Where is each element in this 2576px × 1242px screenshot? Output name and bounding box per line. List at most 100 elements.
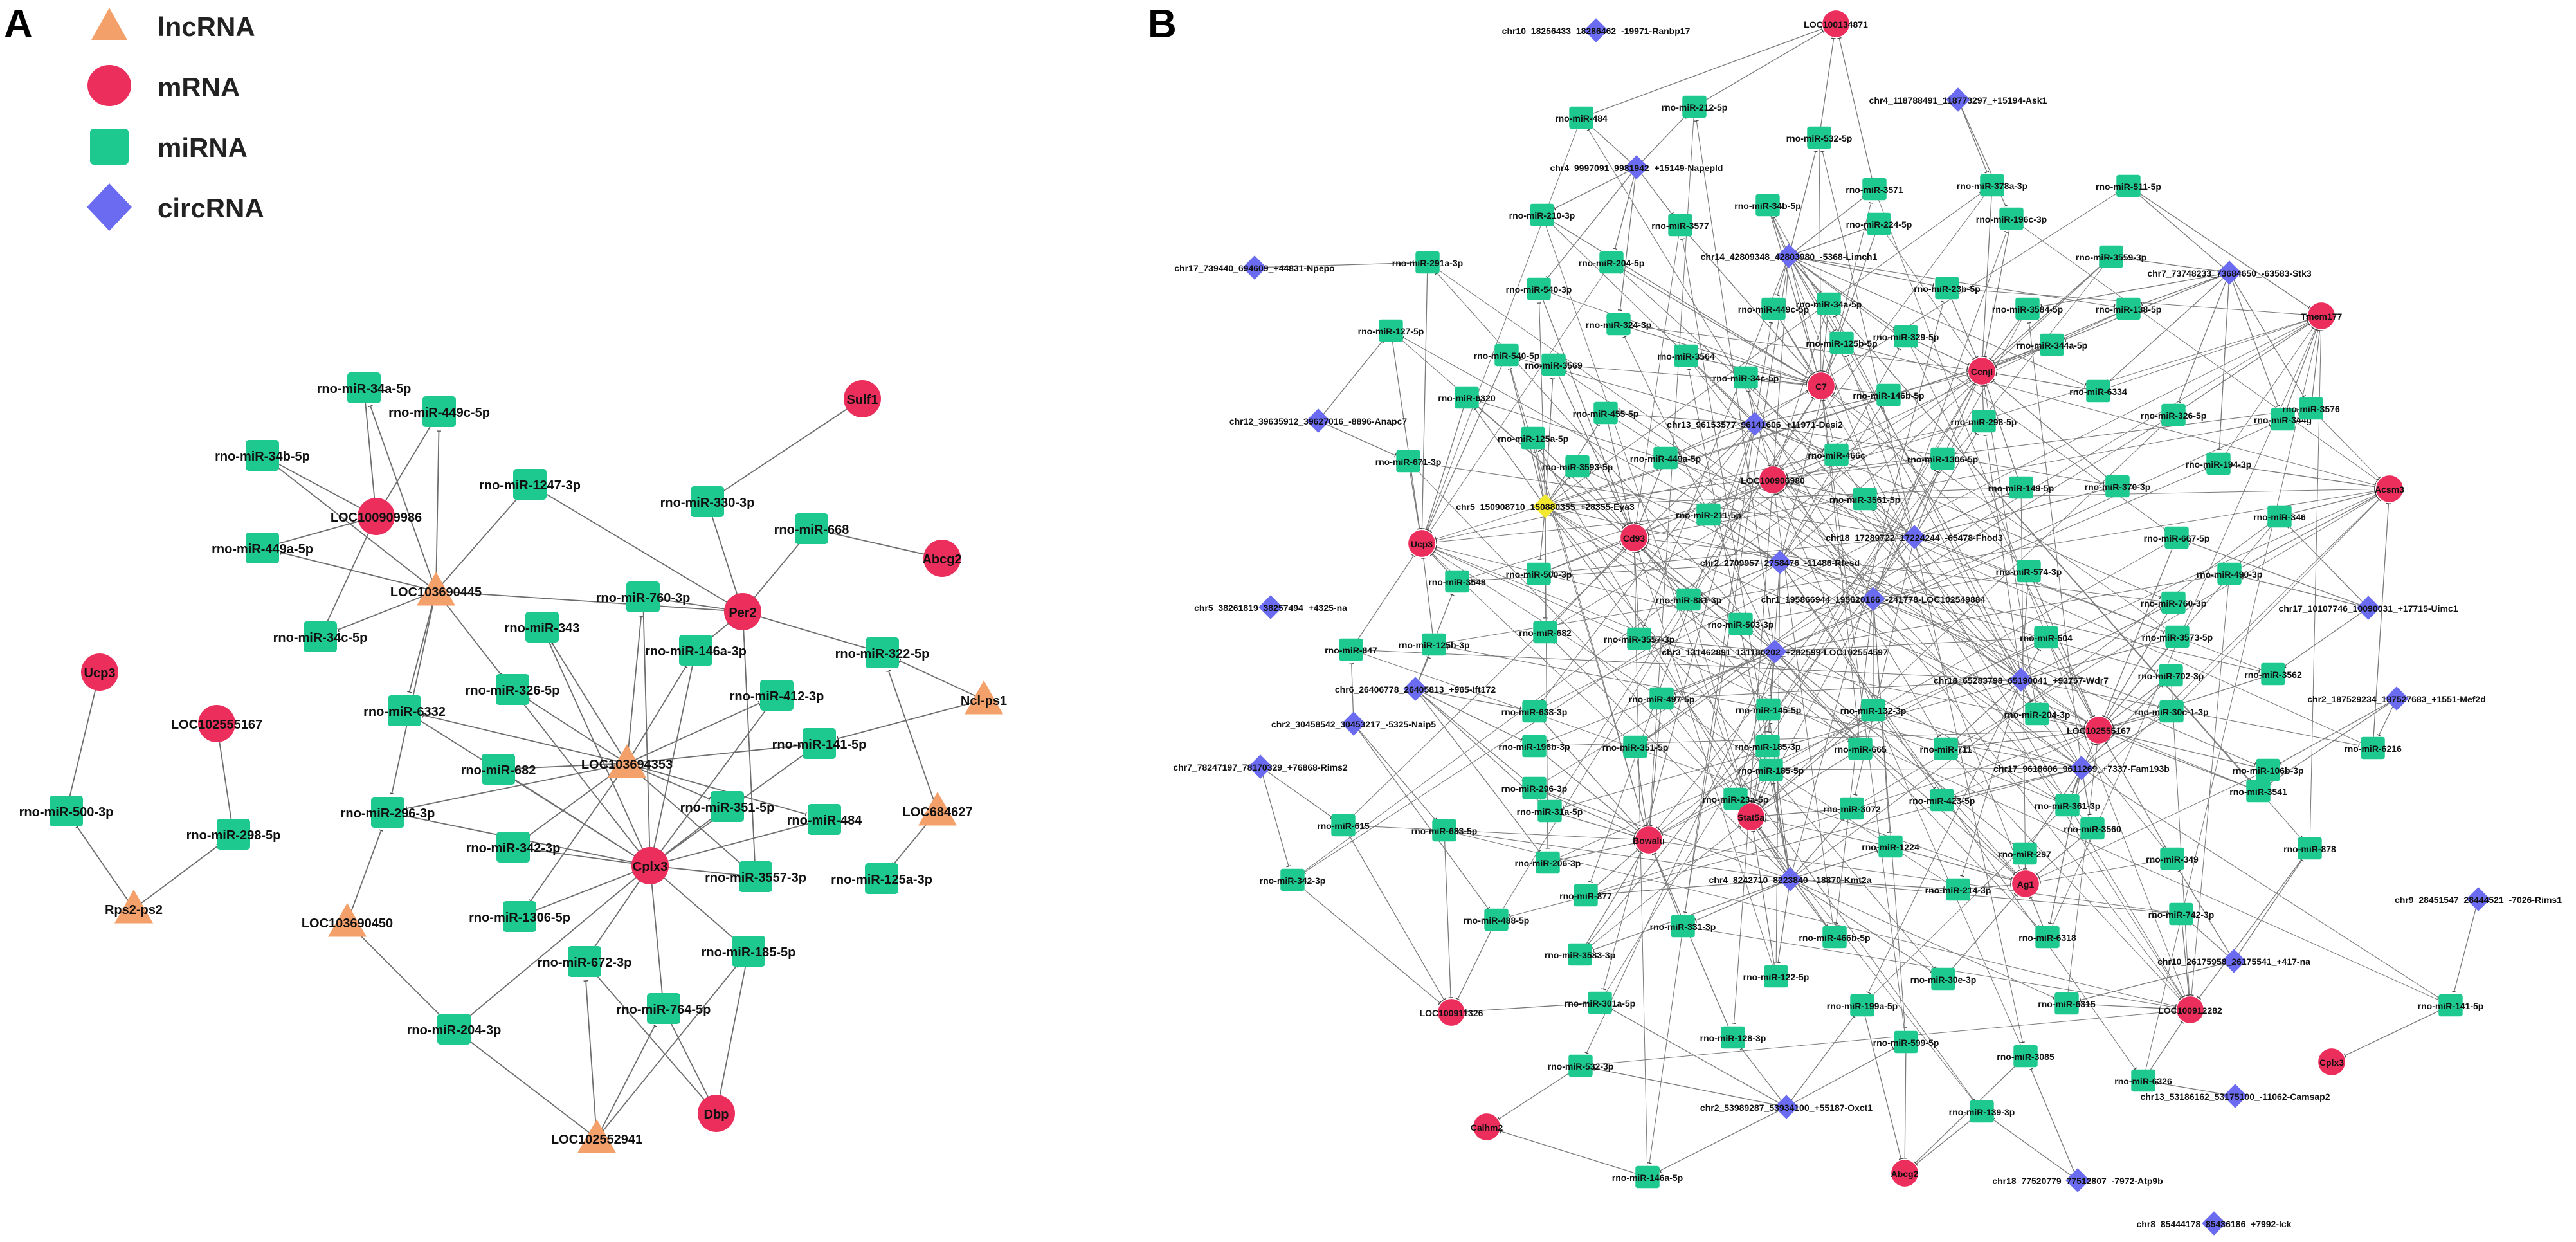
node-label: rno-miR-3559-3p bbox=[2076, 252, 2146, 262]
edge-b-8 bbox=[1788, 150, 1819, 257]
edge-b-141 bbox=[1619, 412, 1755, 425]
node-label: rno-miR-3557-3p bbox=[705, 871, 806, 885]
edge-b-344 bbox=[1415, 688, 1541, 804]
node-label: chr9_28451547_28444521_-7026-Rims1 bbox=[2395, 895, 2562, 905]
edge-b-162 bbox=[1942, 383, 1979, 459]
mirna-square-icon bbox=[2271, 408, 2295, 431]
node-label: rno-miR-34c-5p bbox=[273, 631, 368, 645]
mirna-square-icon bbox=[2040, 333, 2064, 356]
mirna-node: rno-miR-449c-5p bbox=[388, 396, 490, 427]
edge-b-319 bbox=[1646, 541, 2259, 792]
mirna-square-icon bbox=[1484, 908, 1509, 931]
edge-b-147 bbox=[1435, 421, 1984, 543]
legend-mrna-icon bbox=[87, 65, 131, 106]
mirna-node: rno-miR-847 bbox=[1325, 638, 1377, 661]
node-label: Per2 bbox=[729, 606, 756, 620]
mirna-node: rno-miR-351-5p bbox=[680, 791, 775, 822]
mrna-node: Ucp3 bbox=[1408, 530, 1435, 557]
edge-b-91 bbox=[1841, 342, 2377, 488]
mirna-node: rno-miR-3583-3p bbox=[1545, 943, 1615, 966]
edge-b-428 bbox=[2079, 960, 2235, 1003]
mirna-square-icon bbox=[1935, 277, 1959, 300]
edge-b-220 bbox=[2020, 607, 2163, 680]
edge-b-335 bbox=[1941, 733, 2087, 801]
node-label: rno-miR-34c-5p bbox=[1713, 373, 1779, 383]
edge-b-136 bbox=[2229, 272, 2307, 398]
mirna-square-icon bbox=[1536, 851, 1560, 874]
mirna-node: rno-miR-6320 bbox=[1438, 386, 1496, 409]
mirna-square-icon bbox=[1930, 789, 1954, 812]
mirna-node: rno-miR-532-5p bbox=[1786, 126, 1852, 149]
edge-b-53 bbox=[1779, 264, 2103, 563]
mrna-circle-icon bbox=[2376, 475, 2403, 502]
edge-a-67 bbox=[347, 829, 384, 923]
node-label: rno-miR-672-3p bbox=[538, 956, 632, 970]
mrna-node: Ccnjl bbox=[1968, 358, 1995, 385]
mrna-circle-icon bbox=[631, 847, 669, 884]
edge-b-48 bbox=[1613, 167, 1637, 250]
circrna-diamond-icon bbox=[2384, 686, 2409, 711]
mirna-node: rno-miR-298-5p bbox=[186, 819, 280, 850]
edge-b-25 bbox=[1550, 223, 2022, 680]
node-label: rno-miR-132-3p bbox=[1840, 706, 1907, 716]
mrna-node: LOC100134871 bbox=[1804, 10, 1868, 37]
edge-b-176 bbox=[1914, 491, 2010, 538]
node-label: rno-miR-6320 bbox=[1438, 393, 1496, 403]
mirna-node: rno-miR-484 bbox=[787, 804, 862, 835]
mirna-node: rno-miR-497-5p bbox=[1629, 687, 1694, 710]
mirna-square-icon bbox=[2438, 994, 2463, 1017]
edge-b-168 bbox=[1318, 420, 1397, 458]
circrna-diamond-icon bbox=[1341, 711, 1366, 736]
mrna-node: LOC102555167 bbox=[2067, 717, 2131, 744]
node-label: rno-miR-682 bbox=[1519, 628, 1572, 638]
edge-b-92 bbox=[1788, 255, 1896, 331]
circrna-node: chr7_73748233_73684650_-63583-Stk3 bbox=[2147, 260, 2312, 285]
node-label: chr7_73748233_73684650_-63583-Stk3 bbox=[2147, 268, 2312, 279]
node-label: rno-miR-23a-5p bbox=[1703, 794, 1769, 805]
edge-b-390 bbox=[2181, 913, 2191, 996]
mirna-node: rno-miR-881-3p bbox=[1656, 588, 1721, 611]
mirna-node: rno-miR-185-3p bbox=[1735, 735, 1800, 758]
node-label: LOC684627 bbox=[903, 805, 973, 819]
edge-b-408 bbox=[1592, 879, 1791, 953]
edge-a-71 bbox=[66, 688, 98, 812]
mrna-node: LOC100906980 bbox=[1741, 466, 1805, 493]
node-label: rno-miR-34a-5p bbox=[1796, 299, 1862, 309]
edge-b-243 bbox=[1435, 545, 1741, 625]
mrna-circle-icon bbox=[1438, 999, 1465, 1026]
edge-a-38 bbox=[406, 763, 628, 811]
edge-b-43 bbox=[2011, 218, 2379, 482]
edge-b-234 bbox=[1421, 557, 1435, 645]
mrna-node: Abcg2 bbox=[1891, 1160, 1919, 1187]
circrna-node: chr2_187529234_187527683_+1551-Mef2d bbox=[2307, 686, 2486, 711]
edge-b-448 bbox=[2029, 1068, 2078, 1181]
edge-b-310 bbox=[1534, 787, 1637, 836]
node-label: chr17_10107746_10090031_+17715-Uimc1 bbox=[2278, 603, 2458, 614]
mirna-square-icon bbox=[246, 533, 279, 563]
node-label: rno-miR-351-5p bbox=[680, 801, 775, 815]
mirna-square-icon bbox=[1764, 965, 1788, 988]
legend-lncrna-label: lncRNA bbox=[158, 12, 255, 42]
edge-b-356 bbox=[2233, 858, 2304, 962]
node-label: rno-miR-146a-3p bbox=[645, 644, 747, 659]
lncrna-triangle-icon bbox=[114, 890, 153, 924]
node-label: chr3_131462891_131180202_+282599-LOC1025… bbox=[1662, 647, 1888, 657]
edge-b-432 bbox=[2451, 899, 2479, 993]
node-label: rno-miR-326-5p bbox=[2141, 410, 2207, 421]
node-label: Abcg2 bbox=[1891, 1169, 1919, 1179]
node-label: rno-miR-599-5p bbox=[1873, 1037, 1939, 1048]
mirna-square-icon bbox=[1867, 212, 1891, 235]
node-label: rno-miR-3541 bbox=[2229, 787, 2287, 797]
edge-b-463 bbox=[1631, 552, 1648, 1178]
node-label: rno-miR-532-3p bbox=[1548, 1061, 1614, 1072]
node-label: rno-miR-615 bbox=[1317, 821, 1370, 831]
node-label: rno-miR-6334 bbox=[2069, 387, 2127, 397]
mrna-node: Dbp bbox=[698, 1095, 735, 1132]
edge-b-82 bbox=[1390, 330, 1422, 530]
mirna-square-icon bbox=[1599, 251, 1624, 274]
edge-a-60 bbox=[596, 964, 739, 1139]
mirna-square-icon bbox=[1623, 735, 1647, 758]
node-label: rno-miR-6315 bbox=[2038, 999, 2096, 1009]
edge-b-452 bbox=[2156, 1081, 2236, 1097]
edge-b-443 bbox=[1820, 399, 1907, 1043]
